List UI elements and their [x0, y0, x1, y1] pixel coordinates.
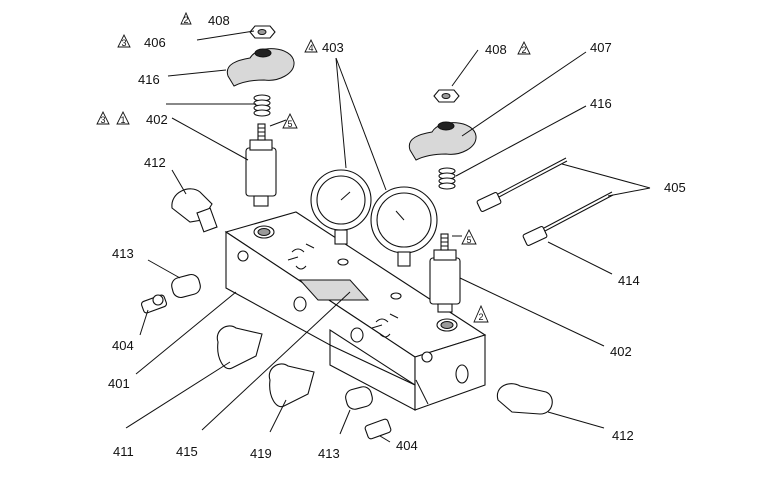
svg-text:2: 2 [478, 312, 483, 322]
svg-text:2: 2 [521, 45, 526, 55]
fitting-404-right [364, 418, 392, 440]
label-416-left: 416 [138, 72, 160, 87]
label-405: 405 [664, 180, 686, 195]
manifold-block [224, 211, 487, 411]
label-401: 401 [108, 376, 130, 391]
valve-body-right [429, 233, 461, 313]
valve-knob-right [408, 121, 477, 161]
spring-left [253, 94, 271, 117]
label-408-right: 408 [485, 42, 507, 57]
label-415: 415 [176, 444, 198, 459]
nut-left [249, 25, 276, 39]
label-402-right: 402 [610, 344, 632, 359]
label-413-right: 413 [318, 446, 340, 461]
elbow-fitting-412-right [496, 383, 553, 415]
sensor-probe-lower [522, 191, 614, 246]
label-412-right: 412 [612, 428, 634, 443]
svg-text:4: 4 [308, 43, 313, 53]
svg-text:5: 5 [287, 119, 292, 129]
label-413-left: 413 [112, 246, 134, 261]
spring-right [438, 167, 456, 190]
label-419: 419 [250, 446, 272, 461]
label-411: 411 [113, 444, 134, 459]
triangle-marker-2-408-right: 2 [517, 40, 531, 55]
label-408-left: 408 [208, 13, 230, 28]
triangle-marker-2-block: 2 [473, 304, 489, 323]
svg-text:2: 2 [183, 15, 188, 25]
label-404-left: 404 [112, 338, 134, 353]
triangle-marker-3-402: 3 [96, 110, 110, 125]
plug-413-right [345, 386, 373, 410]
pressure-gauge-right [370, 186, 438, 267]
sensor-probe-upper [476, 157, 568, 212]
nut-right [433, 89, 460, 103]
label-407: 407 [590, 40, 612, 55]
triangle-marker-5-left: 5 [282, 112, 298, 129]
triangle-marker-5-right: 5 [461, 228, 477, 245]
triangle-marker-3-406: 3 [117, 33, 131, 48]
triangle-marker-4-403: 4 [304, 38, 318, 53]
label-402-left: 402 [146, 112, 168, 127]
label-404-right: 404 [396, 438, 418, 453]
label-403: 403 [322, 40, 344, 55]
label-412-left: 412 [144, 155, 166, 170]
svg-text:5: 5 [466, 235, 471, 245]
pressure-gauge-left [310, 169, 372, 245]
triangle-marker-2-408: 2 [180, 11, 192, 25]
svg-text:3: 3 [121, 38, 126, 48]
svg-text:3: 3 [100, 115, 105, 125]
label-414: 414 [618, 273, 640, 288]
valve-knob-left [226, 48, 295, 87]
valve-body-left [245, 123, 277, 207]
label-416-right: 416 [590, 96, 612, 111]
elbow-fitting-412-left [171, 188, 218, 233]
svg-text:1: 1 [120, 115, 125, 125]
elbow-fitting-419 [268, 363, 315, 408]
label-406: 406 [144, 35, 166, 50]
leader-lines [125, 30, 651, 443]
fitting-404-left [140, 294, 168, 314]
plug-413-left [171, 273, 201, 299]
triangle-marker-1-402: 1 [116, 110, 130, 125]
elbow-fitting-411 [216, 325, 263, 370]
